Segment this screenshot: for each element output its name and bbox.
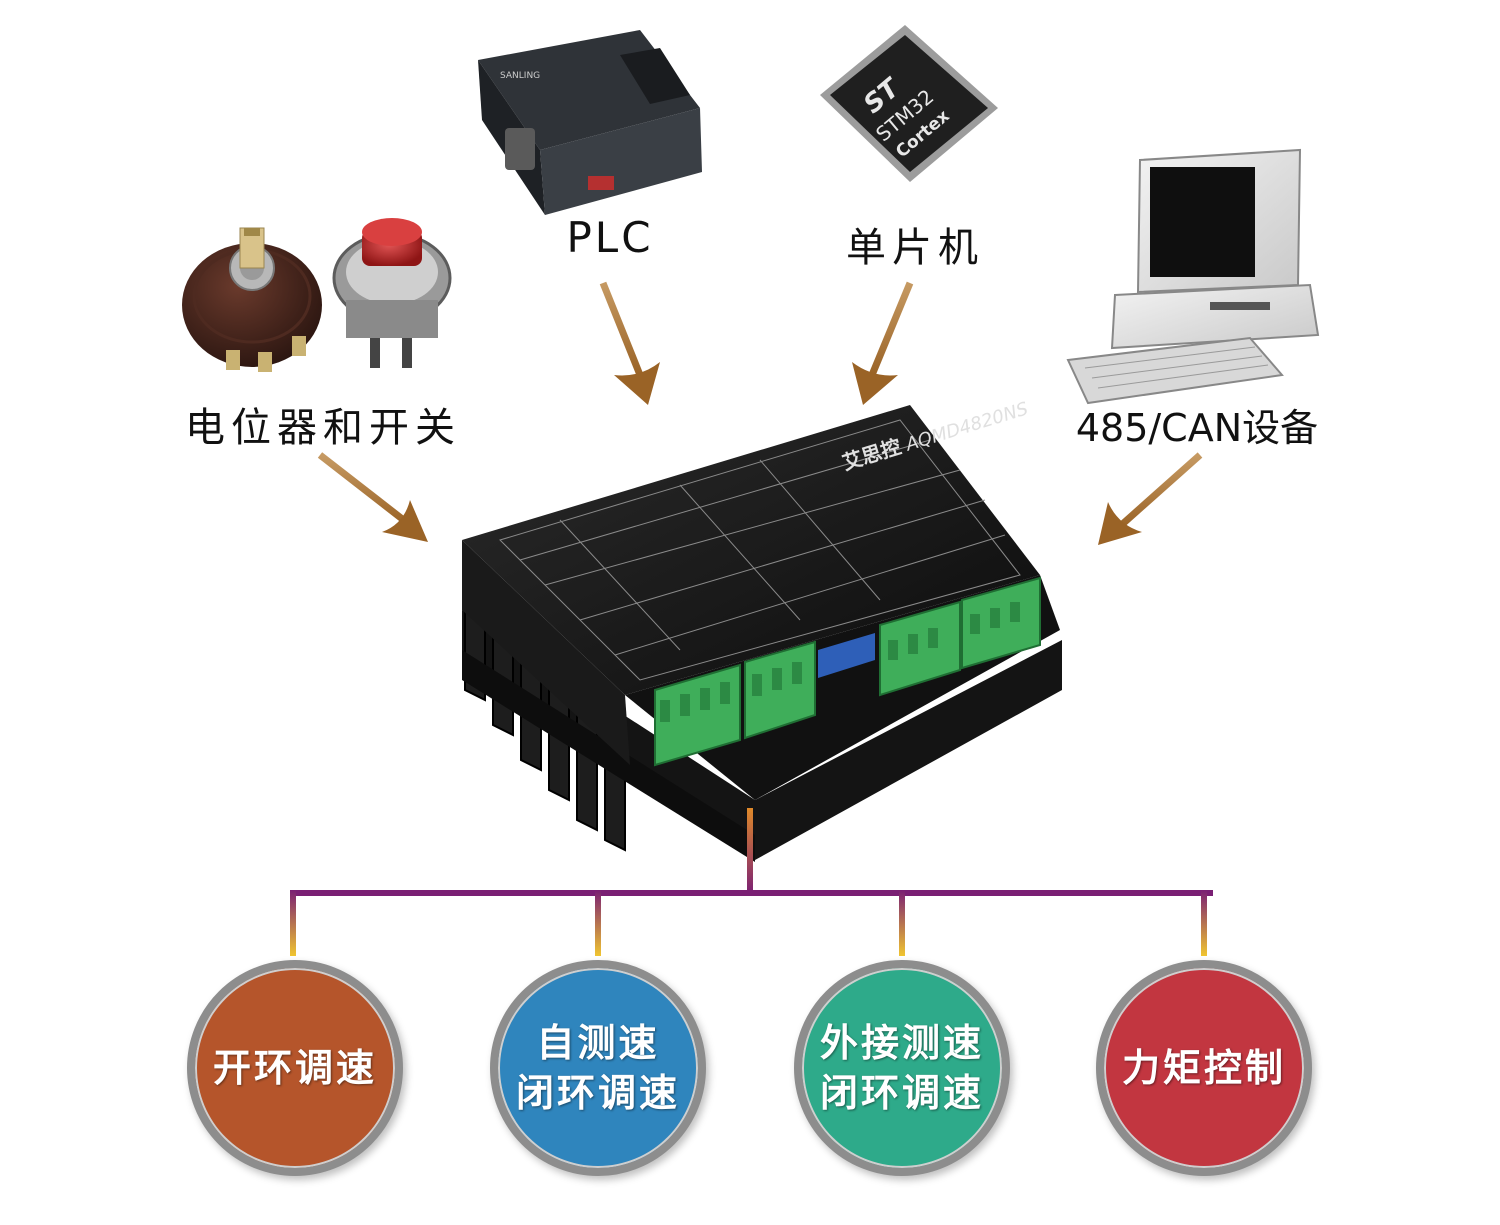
mode-external-speed-line2: 闭环调速	[819, 1070, 984, 1115]
mode-torque-control: 力矩控制	[1096, 960, 1312, 1176]
arrow-plc	[599, 281, 660, 405]
arrow-pot	[317, 452, 428, 542]
potentiometer-image	[182, 227, 322, 372]
push-button-image	[332, 218, 452, 368]
mode-self-speed-closed-loop: 自测速 闭环调速	[490, 960, 706, 1176]
arrow-mcu	[852, 281, 914, 405]
mode-external-speed-closed-loop: 外接测速 闭环调速	[794, 960, 1010, 1176]
mode-tree-connector	[290, 808, 1213, 956]
input-label-plc: PLC	[566, 213, 654, 262]
computer-image	[1066, 148, 1320, 405]
mode-open-loop-speed: 开环调速	[187, 960, 403, 1176]
input-label-bus-device: 485/CAN设备	[1075, 406, 1319, 450]
mode-torque-control-label: 力矩控制	[1121, 1045, 1286, 1090]
mode-self-speed-line2: 闭环调速	[515, 1070, 680, 1115]
motor-driver-image: 艾思控 AQMD4820NS	[462, 398, 1062, 862]
arrow-bus	[1098, 452, 1203, 545]
plc-image: SANLING	[478, 30, 702, 215]
mode-open-loop-speed-label: 开环调速	[212, 1045, 377, 1090]
input-label-mcu: 单片机	[846, 225, 984, 271]
mode-self-speed-line1: 自测速	[536, 1020, 660, 1065]
mode-external-speed-line1: 外接测速	[819, 1020, 984, 1065]
input-label-pot-switch: 电位器和开关	[185, 405, 461, 451]
plc-brand-text: SANLING	[500, 71, 540, 81]
mcu-chip-image: ST STM32 Cortex	[820, 25, 998, 182]
